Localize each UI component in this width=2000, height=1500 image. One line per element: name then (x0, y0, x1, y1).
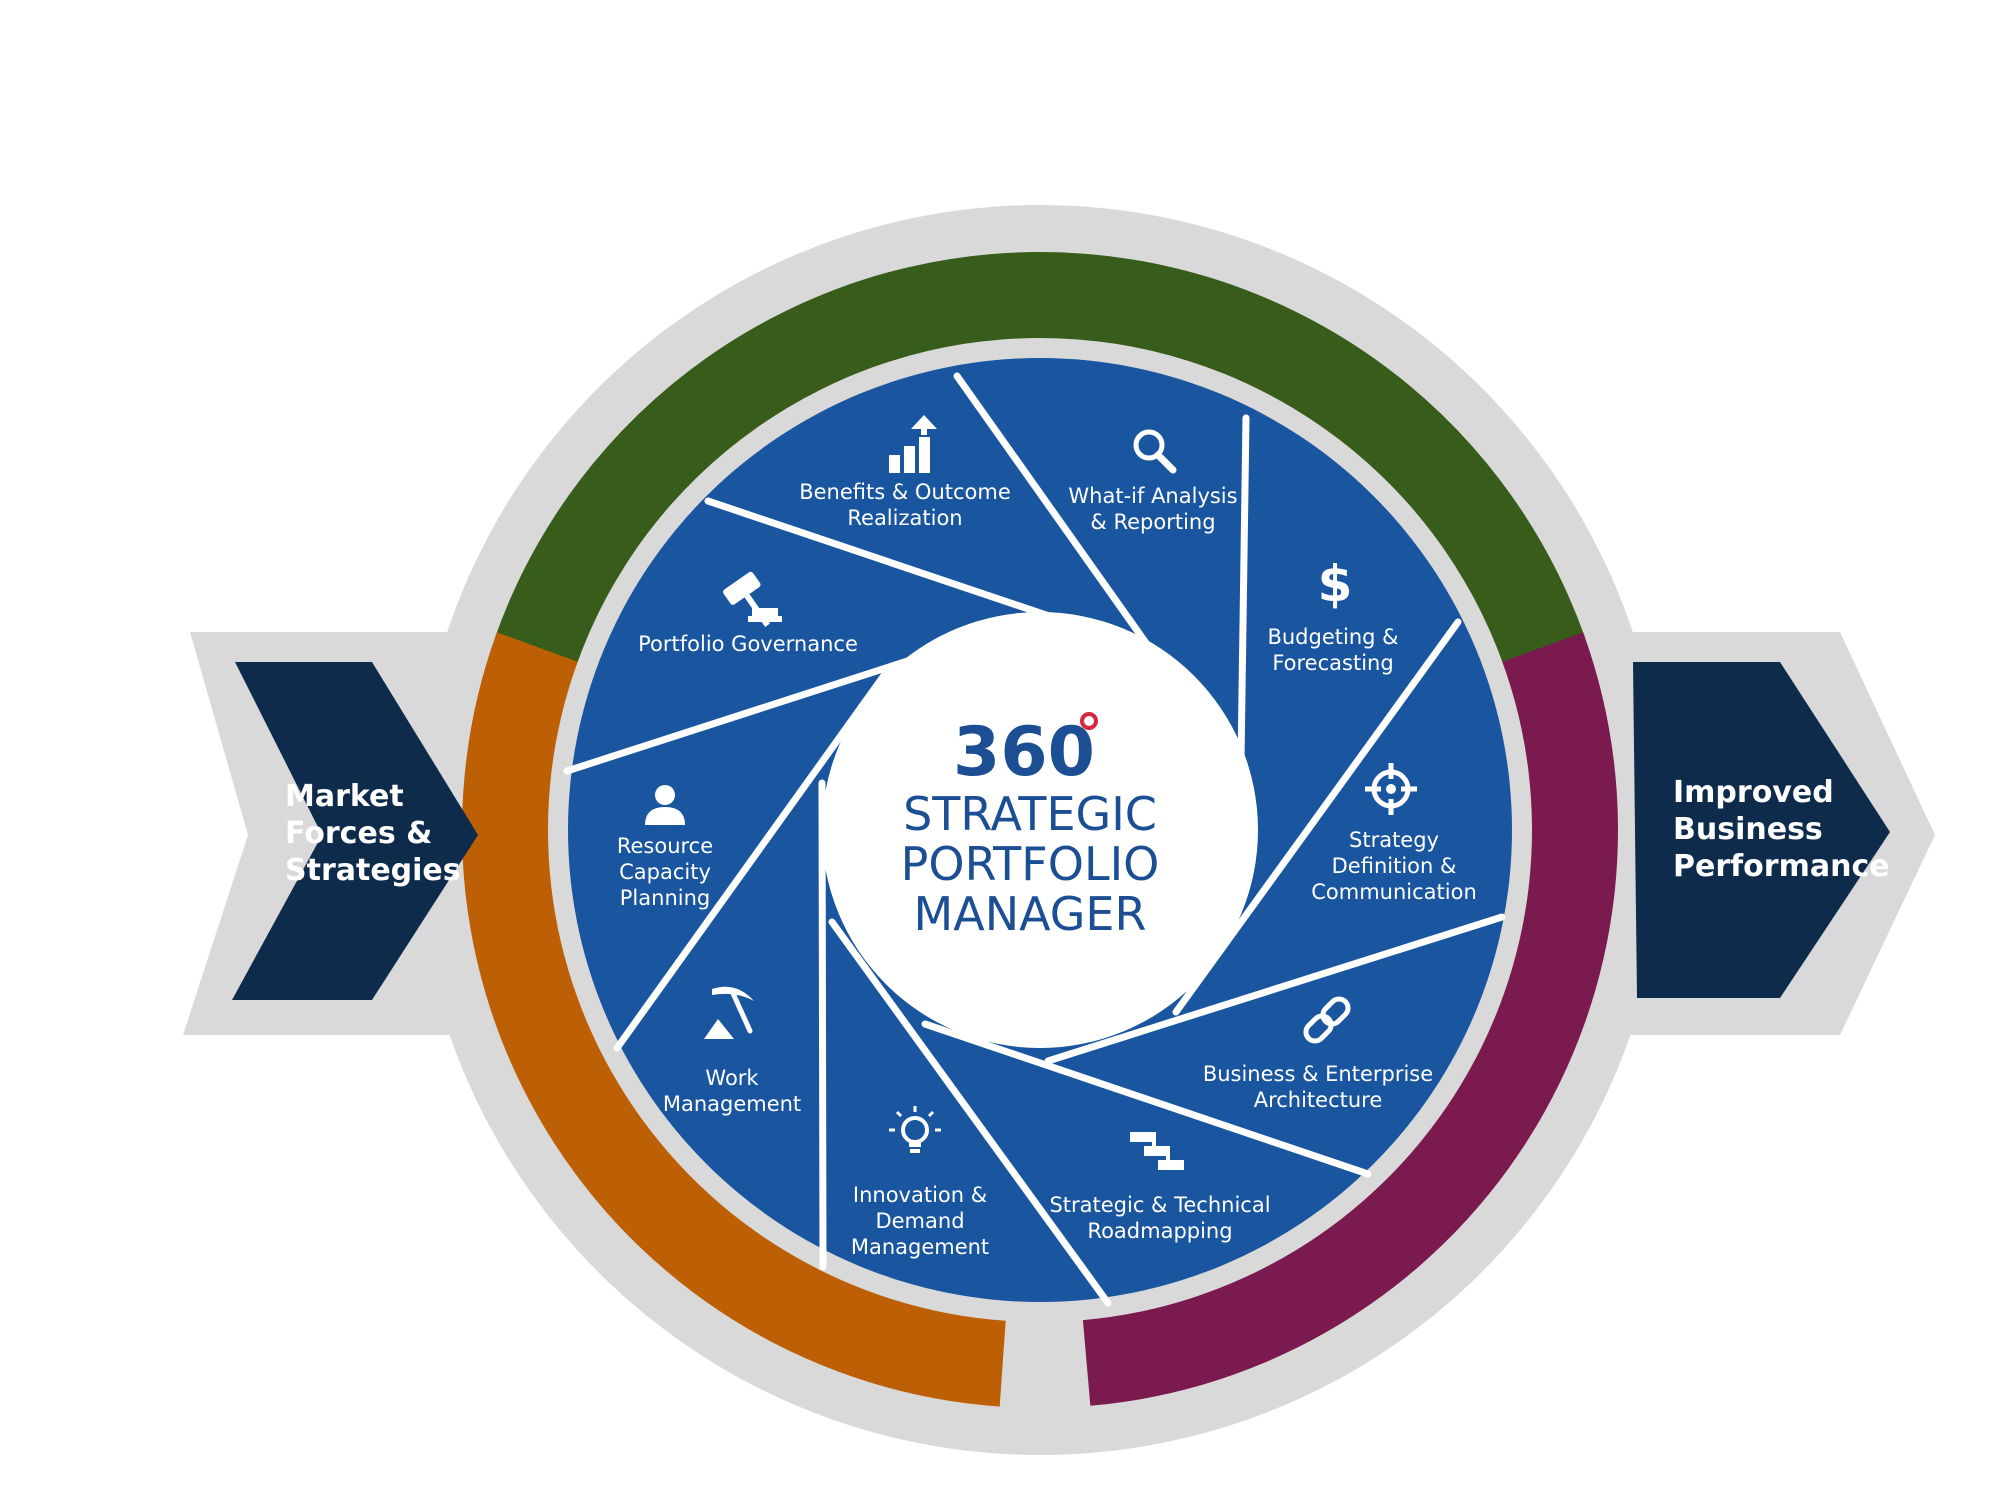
blade-divider-line (1044, 913, 1506, 1065)
segment-label: What-if Analysis& Reporting (1068, 484, 1237, 534)
blade-divider-line (613, 663, 894, 1052)
gavel-icon (723, 571, 782, 627)
center-title: 360 STRATEGIC PORTFOLIO MANAGER (901, 712, 1160, 941)
right-arrow-line1: Improved (1673, 775, 1834, 810)
left-arrow-line2: Forces & (285, 816, 432, 851)
segment-label-line: & Reporting (1090, 510, 1215, 534)
segment-label-line: Innovation & (853, 1183, 987, 1207)
center-hole (822, 612, 1258, 1048)
segment-label-line: Realization (847, 506, 962, 530)
right-arrow-line2: Business (1673, 812, 1823, 847)
person-icon (645, 785, 685, 825)
segment-label-line: Planning (620, 886, 710, 910)
title-number: 360 (953, 713, 1095, 792)
segment-label-line: Management (851, 1235, 989, 1259)
left-arrow-line3: Strategies (285, 853, 461, 888)
segment-label-line: Benefits & Outcome (799, 480, 1011, 504)
chain-link-icon (1303, 996, 1351, 1044)
title-line2: PORTFOLIO (901, 837, 1160, 891)
blade-divider-line (953, 372, 1162, 664)
segment-label-line: What-if Analysis (1068, 484, 1237, 508)
bar-chart-up-icon (889, 415, 937, 473)
magnifier-icon (1133, 429, 1177, 474)
title-line1: STRATEGIC (903, 787, 1157, 841)
segment-label: Budgeting &Forecasting (1267, 625, 1398, 675)
green-arc-band (495, 252, 1585, 666)
left-arrow-line1: Market (285, 779, 404, 814)
roadmap-icon (1130, 1132, 1184, 1170)
degree-dot-icon (1080, 712, 1098, 730)
right-arrow-line3: Performance (1673, 849, 1890, 884)
segment-label-line: Strategic & Technical (1049, 1193, 1270, 1217)
segment-label-line: Management (663, 1092, 801, 1116)
right-arrow-text: Improved Business Performance (1673, 775, 1890, 884)
title-line3: MANAGER (914, 887, 1147, 941)
segment-label-line: Work (705, 1066, 759, 1090)
blade-divider-line (828, 918, 1112, 1307)
segment-label-line: Resource (617, 834, 713, 858)
segment-label-line: Budgeting & (1267, 625, 1398, 649)
svg-text:$: $ (1318, 555, 1353, 613)
segment-icons: $ (645, 415, 1417, 1170)
left-arrow-text: Market Forces & Strategies (285, 779, 461, 888)
segment-label-line: Communication (1311, 880, 1477, 904)
purple-arc-band (1082, 632, 1618, 1406)
segment-label-line: Roadmapping (1087, 1219, 1232, 1243)
segment-label-line: Business & Enterprise (1203, 1062, 1433, 1086)
target-icon (1365, 763, 1417, 815)
left-input-arrow (232, 662, 478, 1000)
segment-label-line: Demand (875, 1209, 964, 1233)
segment-label: Portfolio Governance (638, 632, 858, 656)
blade-divider-line (1237, 414, 1250, 765)
segment-label-line: Forecasting (1272, 651, 1393, 675)
orange-arc-band (461, 632, 1006, 1407)
right-output-arrow (1633, 662, 1890, 998)
segment-label-line: Capacity (619, 860, 711, 884)
pickaxe-icon (704, 986, 754, 1039)
segment-label-line: Portfolio Governance (638, 632, 858, 656)
blade-divider-line (818, 779, 827, 1271)
lightbulb-icon (889, 1106, 941, 1153)
dollar-icon: $ (1318, 555, 1353, 613)
blade-divider-line (921, 1020, 1372, 1178)
segment-label-line: Architecture (1254, 1088, 1383, 1112)
segment-label-line: Strategy (1349, 828, 1439, 852)
segment-label-line: Definition & (1332, 854, 1457, 878)
